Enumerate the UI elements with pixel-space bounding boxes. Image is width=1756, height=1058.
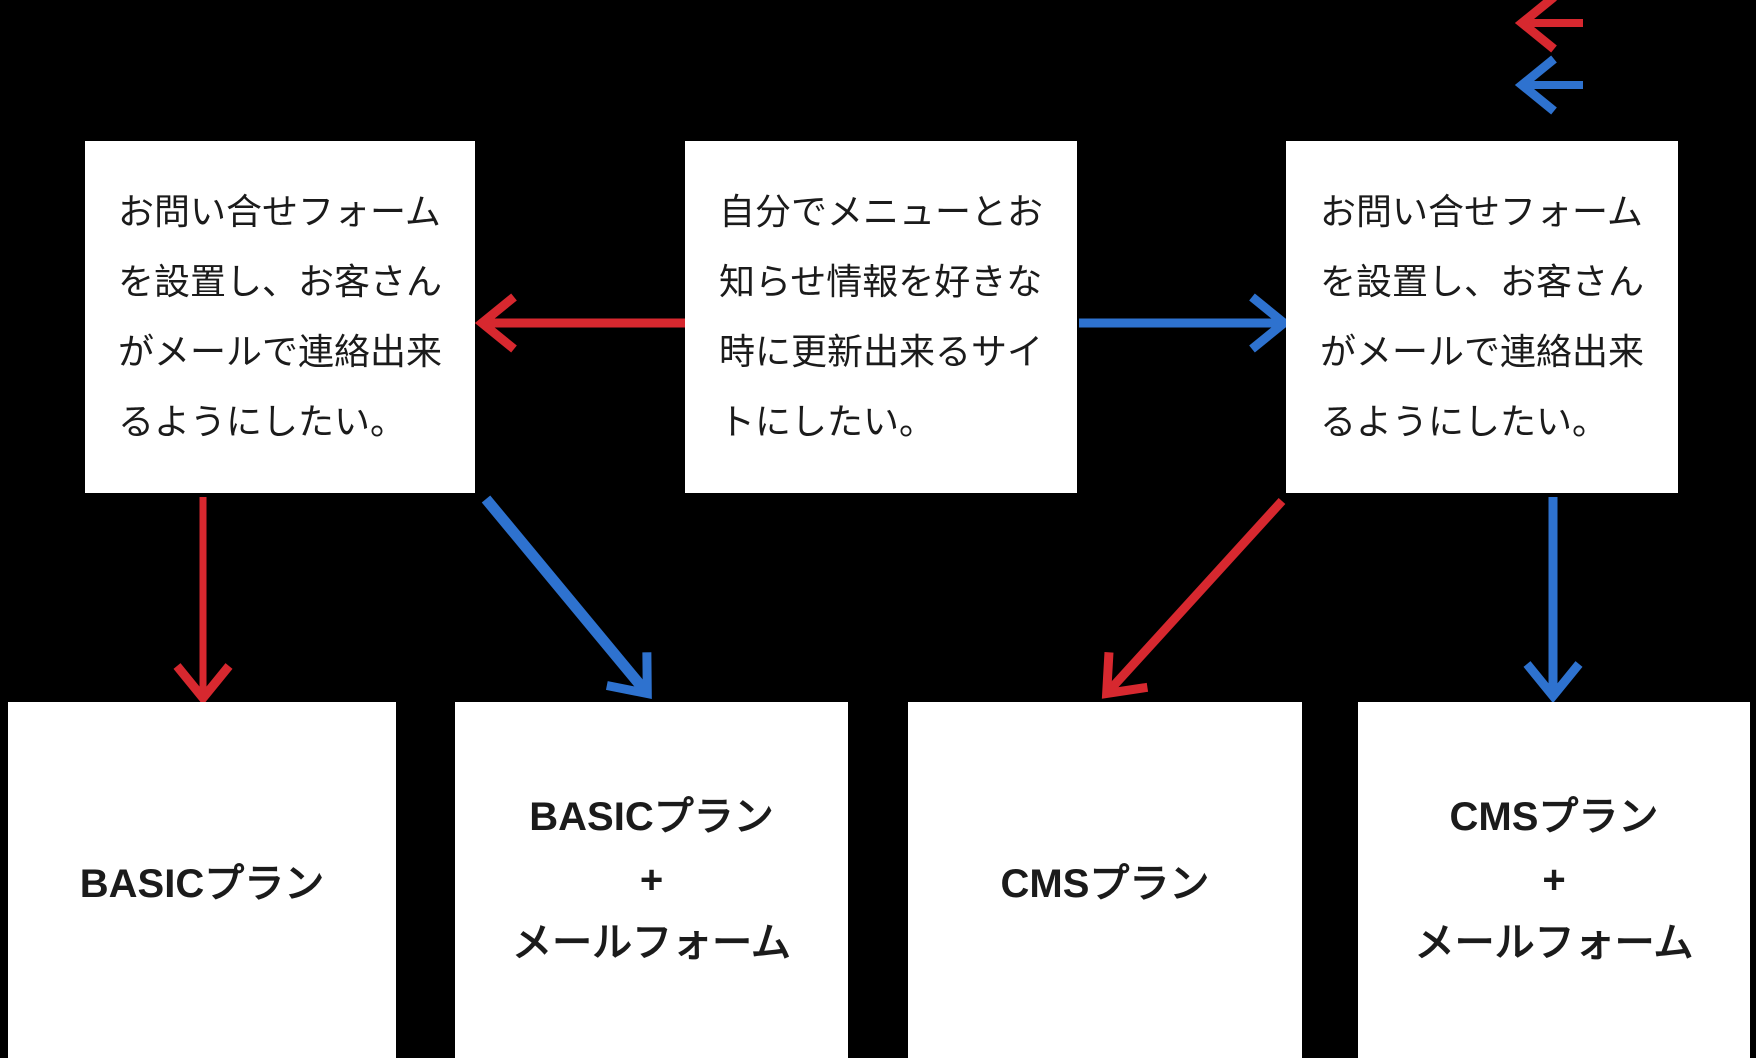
node-plan-basic-mailform: BASICプラン + メールフォーム <box>455 702 848 1058</box>
node-text-line: がメールで連絡出来 <box>117 331 442 372</box>
node-text-line: お問い合せフォーム <box>1319 191 1643 232</box>
plan-label-line: CMSプラン <box>1449 794 1659 839</box>
plan-label-line: メールフォーム <box>1414 920 1694 965</box>
node-plan-cms: CMSプラン <box>908 702 1302 1058</box>
node-text-line: トにしたい。 <box>718 401 935 442</box>
node-text-line: がメールで連絡出来 <box>1319 331 1644 372</box>
node-text: お問い合せフォーム を設置し、お客さん がメールで連絡出来 るようにしたい。 <box>1320 177 1644 457</box>
plan-label: BASICプラン <box>79 862 325 906</box>
plan-label-line: BASICプラン <box>529 794 774 839</box>
plan-label: CMSプラン + メールフォーム <box>1415 786 1694 975</box>
plan-label: BASICプラン + メールフォーム <box>512 786 791 975</box>
arrow-left-to-basic-mail <box>481 495 652 700</box>
node-text-line: るようにしたい。 <box>117 401 406 442</box>
node-plan-basic: BASICプラン <box>8 702 396 1058</box>
node-plan-cms-mailform: CMSプラン + メールフォーム <box>1358 702 1750 1058</box>
node-text-line: 時に更新出来るサイ <box>718 331 1043 372</box>
plan-label-line: メールフォーム <box>512 920 791 965</box>
arrow-right-to-cms <box>1101 497 1286 699</box>
node-text: 自分でメニューとお 知らせ情報を好きな 時に更新出来るサイ トにしたい。 <box>719 177 1043 457</box>
node-text-line: を設置し、お客さん <box>1319 261 1644 302</box>
plan-label-line: + <box>1542 857 1566 902</box>
node-text-line: るようにしたい。 <box>1319 401 1608 442</box>
plan-label-line: + <box>639 857 664 902</box>
node-text-line: お問い合せフォーム <box>117 191 441 232</box>
node-text-line: 知らせ情報を好きな <box>718 261 1043 302</box>
node-request-cms-center: 自分でメニューとお 知らせ情報を好きな 時に更新出来るサイ トにしたい。 <box>685 141 1077 493</box>
node-request-mailform-right: お問い合せフォーム を設置し、お客さん がメールで連絡出来 るようにしたい。 <box>1286 141 1678 493</box>
node-request-mailform-left: お問い合せフォーム を設置し、お客さん がメールで連絡出来 るようにしたい。 <box>85 141 475 493</box>
node-text: お問い合せフォーム を設置し、お客さん がメールで連絡出来 るようにしたい。 <box>118 177 442 457</box>
node-text-line: を設置し、お客さん <box>117 261 442 302</box>
plan-label: CMSプラン <box>1000 862 1210 906</box>
node-text-line: 自分でメニューとお <box>718 191 1043 232</box>
